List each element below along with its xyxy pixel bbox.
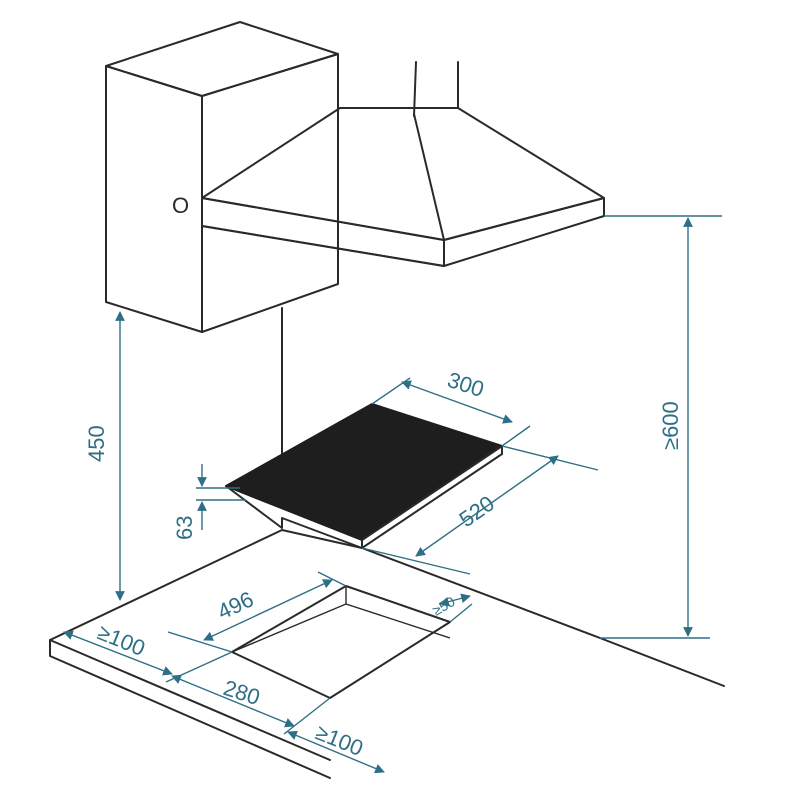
cabinet-side xyxy=(201,53,339,333)
dim-450: 450 xyxy=(84,311,125,601)
dim-280: 280 xyxy=(165,651,331,735)
countertop-front xyxy=(49,639,331,779)
countertop xyxy=(49,529,725,779)
dim-600-label: ≥600 xyxy=(658,401,683,450)
dim-100-left: ≥100 xyxy=(63,619,173,676)
dim-280-label: 280 xyxy=(220,675,263,710)
dim-450-label: 450 xyxy=(84,425,109,462)
cooker-hood: O xyxy=(172,107,605,267)
cabinet-top xyxy=(105,21,339,97)
cutout-outline xyxy=(231,585,451,699)
wall-cabinet xyxy=(105,21,339,333)
dim-100-bottom: ≥100 xyxy=(287,719,385,774)
dim-520-label: 520 xyxy=(455,491,499,533)
dim-300-label: 300 xyxy=(444,367,487,402)
induction-hob xyxy=(225,403,503,549)
hood-canopy xyxy=(201,107,605,241)
dim-50-label: ≥50 xyxy=(430,593,458,619)
dim-63: 63 xyxy=(172,464,246,540)
dim-50: ≥50 xyxy=(430,593,473,623)
hood-rim xyxy=(201,197,605,267)
worktop-cutout xyxy=(231,585,451,699)
dim-496: 496 xyxy=(167,571,347,653)
dim-63-label: 63 xyxy=(172,516,197,540)
dim-600: ≥600 xyxy=(600,215,722,639)
hood-symbol: O xyxy=(172,193,189,218)
dim-100-bottom-label: ≥100 xyxy=(312,719,367,760)
